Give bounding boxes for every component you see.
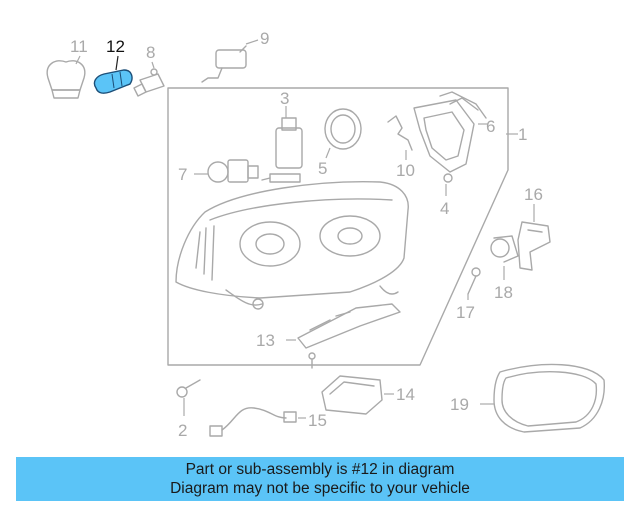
part-11-bulb — [46, 60, 86, 99]
callout-15: 15 — [308, 411, 327, 430]
callout-2: 2 — [178, 421, 187, 440]
callout-4: 4 — [440, 199, 449, 218]
callout-14: 14 — [396, 385, 415, 404]
part-4-frame-bracket — [413, 99, 475, 183]
callout-12[interactable]: 12 — [106, 37, 125, 56]
callout-6: 6 — [486, 117, 495, 136]
assembly-outline-box — [167, 87, 509, 366]
part-13-rail — [297, 303, 401, 369]
callout-7: 7 — [178, 165, 187, 184]
part-10-clip — [387, 115, 413, 151]
part-19-gasket — [493, 363, 605, 433]
callout-19: 19 — [450, 395, 469, 414]
callout-10: 10 — [396, 161, 415, 180]
part-15-wiring-harness — [209, 407, 297, 437]
callout-5: 5 — [318, 159, 327, 178]
part-18-adjuster — [490, 235, 519, 263]
parts-diagram: 11 12 8 9 3 6 1 5 10 7 4 16 18 17 13 14 … — [46, 29, 605, 440]
banner-line-disclaimer: Diagram may not be specific to your vehi… — [170, 480, 470, 497]
part-14-control-module — [321, 375, 383, 415]
part-3-igniter — [261, 117, 303, 183]
part-12-bulb-highlighted[interactable] — [93, 69, 133, 94]
callout-1: 1 — [518, 125, 527, 144]
callout-8: 8 — [146, 43, 155, 62]
info-banner: Part or sub-assembly is #12 in diagram D… — [16, 457, 624, 501]
callout-3: 3 — [280, 89, 289, 108]
callout-11: 11 — [70, 37, 88, 56]
callout-9: 9 — [260, 29, 269, 48]
part-7-bulb — [207, 159, 259, 183]
callout-13: 13 — [256, 331, 275, 350]
headlamp-housing — [175, 181, 409, 310]
part-17-screw — [467, 267, 481, 295]
callout-17: 17 — [456, 303, 475, 322]
part-2-bolt — [176, 379, 201, 398]
part-9-bulb — [201, 45, 247, 83]
callout-16: 16 — [524, 185, 543, 204]
part-16-bracket — [517, 221, 551, 271]
part-5-seal-ring — [324, 108, 362, 150]
callout-18: 18 — [494, 283, 513, 302]
part-6-clips — [439, 91, 487, 119]
banner-line-part: Part or sub-assembly is #12 in diagram — [185, 461, 455, 478]
part-8-socket — [133, 68, 165, 97]
